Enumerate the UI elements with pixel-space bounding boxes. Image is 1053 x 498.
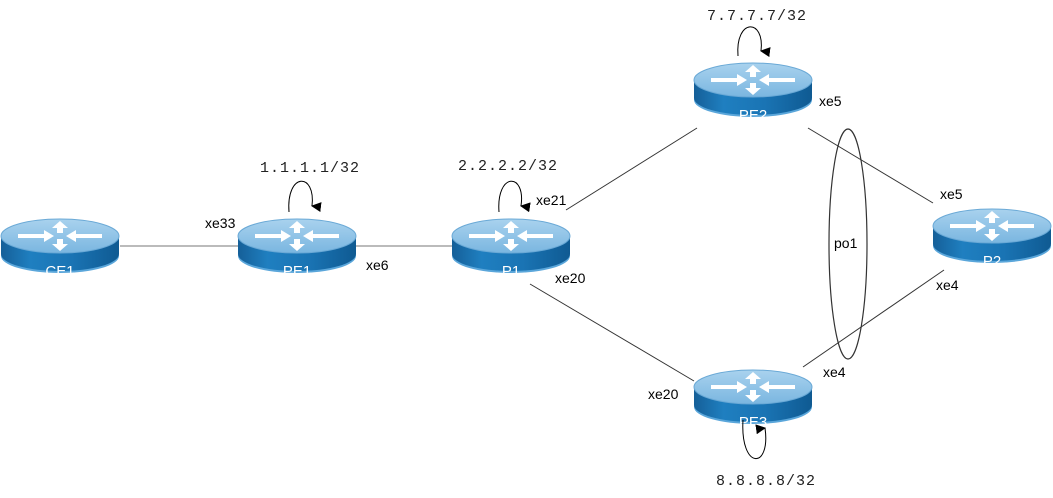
lag-po1-ellipse[interactable] (828, 128, 868, 360)
loopback-address-p1: 2.2.2.2/32 (458, 158, 558, 175)
loopback-address-pe1: 1.1.1.1/32 (260, 160, 360, 177)
interface-label-pe2-xe5: xe5 (819, 93, 842, 109)
link-p1-pe3[interactable] (529, 283, 695, 382)
interface-label-p1-xe20: xe20 (555, 270, 586, 286)
loopback-arrow-p1 (498, 180, 531, 213)
router-label: CE1 (45, 263, 74, 280)
router-p2[interactable]: P2 (932, 208, 1052, 270)
interface-label-pe3-xe4: xe4 (823, 364, 846, 380)
interface-label-pe1-xe6: xe6 (366, 257, 389, 273)
link-pe3-p2[interactable] (802, 269, 945, 368)
router-p1[interactable]: P1 (451, 218, 571, 280)
loopback-address-pe2: 7.7.7.7/32 (707, 8, 807, 25)
interface-label-p2-xe5: xe5 (940, 186, 963, 202)
router-label: P2 (983, 253, 1001, 270)
router-label: PE2 (739, 107, 767, 124)
lag-po1-label: po1 (834, 235, 858, 251)
interface-label-pe3-xe20: xe20 (648, 386, 679, 402)
router-pe2[interactable]: PE2 (693, 62, 813, 124)
loopback-address-pe3: 8.8.8.8/32 (716, 473, 816, 490)
links (120, 127, 945, 382)
loopback-arrow-pe2 (737, 26, 771, 58)
router-ce1[interactable]: CE1 (0, 218, 120, 280)
link-p1-pe2[interactable] (565, 127, 698, 211)
router-label: P1 (502, 263, 520, 280)
router-pe3[interactable]: PE3 (693, 369, 813, 431)
loopback-arrow-pe3 (742, 419, 767, 459)
loopback-arrow-pe1 (288, 180, 322, 213)
interface-label-p1-xe21: xe21 (536, 192, 567, 208)
router-label: PE1 (283, 263, 311, 280)
router-pe1[interactable]: PE1 (237, 218, 357, 280)
link-pe2-p2[interactable] (807, 127, 934, 204)
interface-label-pe1-xe33: xe33 (205, 215, 236, 231)
loopbacks (288, 26, 771, 459)
interface-label-p2-xe4: xe4 (936, 277, 959, 293)
